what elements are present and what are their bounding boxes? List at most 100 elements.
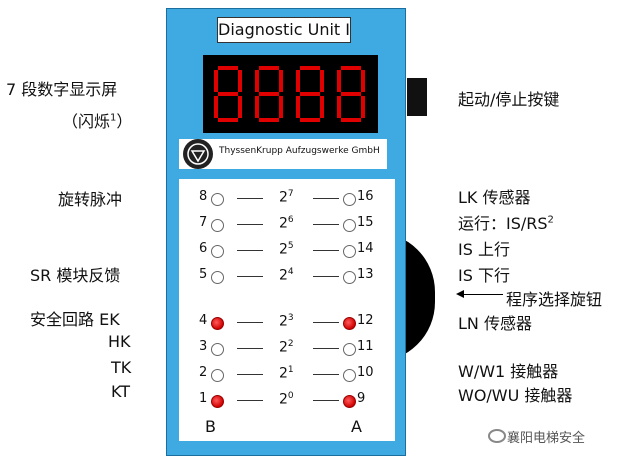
dash-line <box>313 374 339 375</box>
company-strip: ThyssenKrupp Aufzugswerke GmbH <box>179 139 387 169</box>
company-name: ThyssenKrupp Aufzugswerke GmbH <box>219 146 380 156</box>
dash-line <box>313 322 339 323</box>
led-row: 7 26 15 <box>179 215 395 235</box>
bit-weight: 24 <box>279 267 294 284</box>
led-number-left: 2 <box>199 365 208 380</box>
bit-weight: 27 <box>279 189 294 206</box>
led-number-right: 15 <box>357 215 374 230</box>
led-off <box>343 193 356 206</box>
label-kt: KT <box>111 382 131 401</box>
dash-line <box>313 348 339 349</box>
dash-line <box>237 250 263 251</box>
label-is-down: IS 下行 <box>458 266 510 285</box>
led-number-right: 16 <box>357 189 374 204</box>
bit-weight: 20 <box>279 391 294 408</box>
dash-line <box>237 198 263 199</box>
led-lit <box>211 395 224 408</box>
dash-line <box>237 322 263 323</box>
label-sr-feedback: SR 模块反馈 <box>30 266 121 285</box>
label-display: 7 段数字显示屏 <box>6 80 118 99</box>
dash-line <box>237 224 263 225</box>
watermark: 襄阳电梯安全 <box>507 431 586 446</box>
led-off <box>211 271 224 284</box>
led-number-left: 6 <box>199 241 208 256</box>
unit-title: Diagnostic Unit I <box>217 17 351 43</box>
dash-line <box>313 198 339 199</box>
thyssenkrupp-logo-icon <box>183 139 213 169</box>
led-off <box>343 219 356 232</box>
dash-line <box>313 400 339 401</box>
led-lit <box>343 395 356 408</box>
label-flash: （闪烁1） <box>62 112 133 131</box>
led-number-right: 12 <box>357 313 374 328</box>
label-is-up: IS 上行 <box>458 240 510 259</box>
label-program-knob: 程序选择旋钮 <box>506 290 603 309</box>
led-off <box>211 369 224 382</box>
bit-weight: 22 <box>279 339 294 356</box>
led-number-right: 10 <box>357 365 374 380</box>
bit-weight: 25 <box>279 241 294 258</box>
column-a-label: A <box>351 417 362 436</box>
label-start-stop: 起动/停止按键 <box>458 90 560 109</box>
led-row: 2 21 10 <box>179 365 395 385</box>
led-off <box>343 343 356 356</box>
dash-line <box>313 224 339 225</box>
led-row: 6 25 14 <box>179 241 395 261</box>
bit-weight: 23 <box>279 313 294 330</box>
led-number-left: 7 <box>199 215 208 230</box>
led-off <box>211 219 224 232</box>
label-rotation-pulse: 旋转脉冲 <box>58 190 123 209</box>
led-row: 5 24 13 <box>179 267 395 287</box>
led-row: 8 27 16 <box>179 189 395 209</box>
label-hk: HK <box>108 332 131 351</box>
led-off <box>211 193 224 206</box>
seven-segment-display <box>203 55 378 133</box>
label-safety-ek: 安全回路 EK <box>30 310 120 329</box>
led-row: 1 20 9 <box>179 391 395 411</box>
led-number-right: 11 <box>357 339 374 354</box>
digit-3 <box>296 66 324 122</box>
digit-1 <box>214 66 242 122</box>
led-number-right: 13 <box>357 267 374 282</box>
led-number-left: 1 <box>199 391 208 406</box>
led-off <box>343 369 356 382</box>
arrow-left-icon <box>456 290 464 298</box>
digit-2 <box>255 66 283 122</box>
dash-line <box>237 400 263 401</box>
dash-line <box>237 374 263 375</box>
arrow-line <box>463 294 503 295</box>
label-run-is-rs: 运行：IS/RS2 <box>458 214 554 233</box>
column-b-label: B <box>205 417 216 436</box>
led-number-left: 4 <box>199 313 208 328</box>
led-number-left: 3 <box>199 339 208 354</box>
start-stop-button[interactable] <box>407 78 427 116</box>
dash-line <box>237 348 263 349</box>
label-ln-sensor: LN 传感器 <box>458 314 532 333</box>
label-w-contactor: W/W1 接触器 <box>458 362 559 381</box>
led-number-right: 9 <box>357 391 366 406</box>
dash-line <box>237 276 263 277</box>
dash-line <box>313 250 339 251</box>
led-number-right: 14 <box>357 241 374 256</box>
label-wo-contactor: WO/WU 接触器 <box>458 386 573 405</box>
led-number-left: 8 <box>199 189 208 204</box>
bit-weight: 21 <box>279 365 294 382</box>
led-off <box>211 343 224 356</box>
led-row: 4 23 12 <box>179 313 395 333</box>
led-row: 3 22 11 <box>179 339 395 359</box>
led-number-left: 5 <box>199 267 208 282</box>
diagnostic-unit: Diagnostic Unit I <box>166 8 406 456</box>
dash-line <box>313 276 339 277</box>
led-off <box>211 245 224 258</box>
led-off <box>343 271 356 284</box>
digit-4 <box>337 66 365 122</box>
pointer-tick <box>430 292 434 293</box>
led-off <box>343 245 356 258</box>
label-lk-sensor: LK 传感器 <box>458 188 531 207</box>
bit-weight: 26 <box>279 215 294 232</box>
wechat-icon <box>488 429 506 443</box>
label-tk: TK <box>111 358 132 377</box>
led-lit <box>211 317 224 330</box>
led-lit <box>343 317 356 330</box>
